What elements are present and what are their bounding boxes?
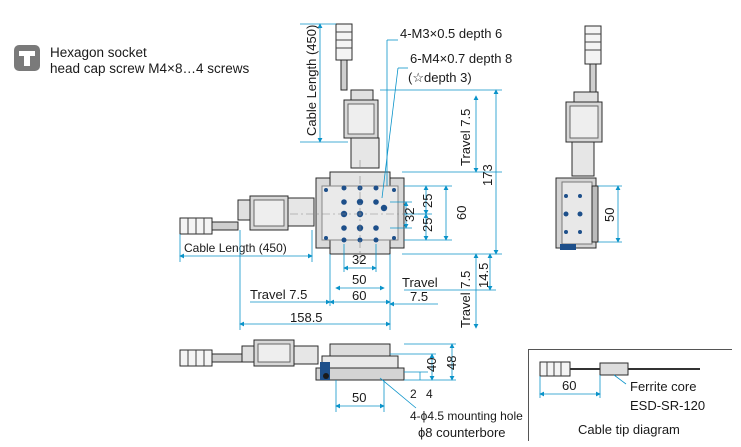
- dim-14-5: 14.5: [476, 263, 491, 288]
- dim-25-b: 25: [420, 218, 435, 232]
- dim-front-48: 48: [444, 356, 459, 370]
- dim-cable-length-vertical: Cable Length (450): [304, 25, 319, 136]
- note-counterbore: ϕ8 counterbore: [418, 425, 506, 440]
- dim-60-vertical: 60: [454, 206, 469, 220]
- dim-158-5: 158.5: [290, 310, 323, 325]
- dim-travel-left: Travel 7.5: [250, 287, 307, 302]
- top-vertical-motor: [335, 23, 380, 169]
- cable-tip-diagram: 60 Ferrite core ESD-SR-120 Cable tip dia…: [539, 361, 705, 437]
- dim-173: 173: [480, 164, 495, 186]
- dim-travel-top: Travel 7.5: [458, 109, 473, 166]
- dim-front-50: 50: [352, 390, 366, 405]
- top-view-dimensions: Cable Length (450) Cable Length (450) 4-…: [179, 23, 512, 330]
- dim-tip-60: 60: [562, 378, 576, 393]
- note-mounting-hole: 4-ϕ4.5 mounting hole: [410, 409, 523, 423]
- dim-front-4: 4: [426, 387, 433, 401]
- dim-side-50: 50: [602, 208, 617, 222]
- dim-cable-length-horizontal: Cable Length (450): [184, 241, 287, 255]
- top-view: [179, 23, 430, 262]
- dim-60-horizontal: 60: [352, 288, 366, 303]
- note-ferrite-core: Ferrite core: [630, 379, 696, 394]
- note-m3: 4-M3×0.5 depth 6: [400, 26, 502, 41]
- dim-travel-right-2: 7.5: [410, 289, 428, 304]
- hex-socket-screw-icon: [14, 45, 40, 71]
- dim-travel-bottom: Travel 7.5: [458, 271, 473, 328]
- note-m4: 6-M4×0.7 depth 8: [410, 51, 512, 66]
- legend-line-2: head cap screw M4×8…4 screws: [50, 61, 250, 76]
- side-view: 50: [555, 25, 622, 250]
- left-horizontal-motor: [179, 195, 315, 235]
- front-view: 48 40 2 4 50 4-ϕ4.5 mounting hole ϕ8 cou…: [179, 339, 523, 440]
- legend-text: Hexagon socket head cap screw M4×8…4 scr…: [50, 45, 249, 77]
- dim-front-2: 2: [410, 387, 417, 401]
- dim-32-horizontal: 32: [352, 252, 366, 267]
- mounting-holes: [324, 185, 396, 243]
- dim-25-a: 25: [420, 194, 435, 208]
- cable-tip-frame: [528, 349, 732, 441]
- dim-32-vertical: 32: [402, 208, 417, 222]
- cable-tip-title: Cable tip diagram: [578, 422, 680, 437]
- dim-front-40: 40: [424, 358, 439, 372]
- note-ferrite-model: ESD-SR-120: [630, 398, 705, 413]
- legend-line-1: Hexagon socket: [50, 45, 147, 60]
- dim-50-horizontal: 50: [352, 272, 366, 287]
- dim-travel-right-1: Travel: [402, 275, 438, 290]
- note-m4-depth: (☆depth 3): [408, 70, 472, 85]
